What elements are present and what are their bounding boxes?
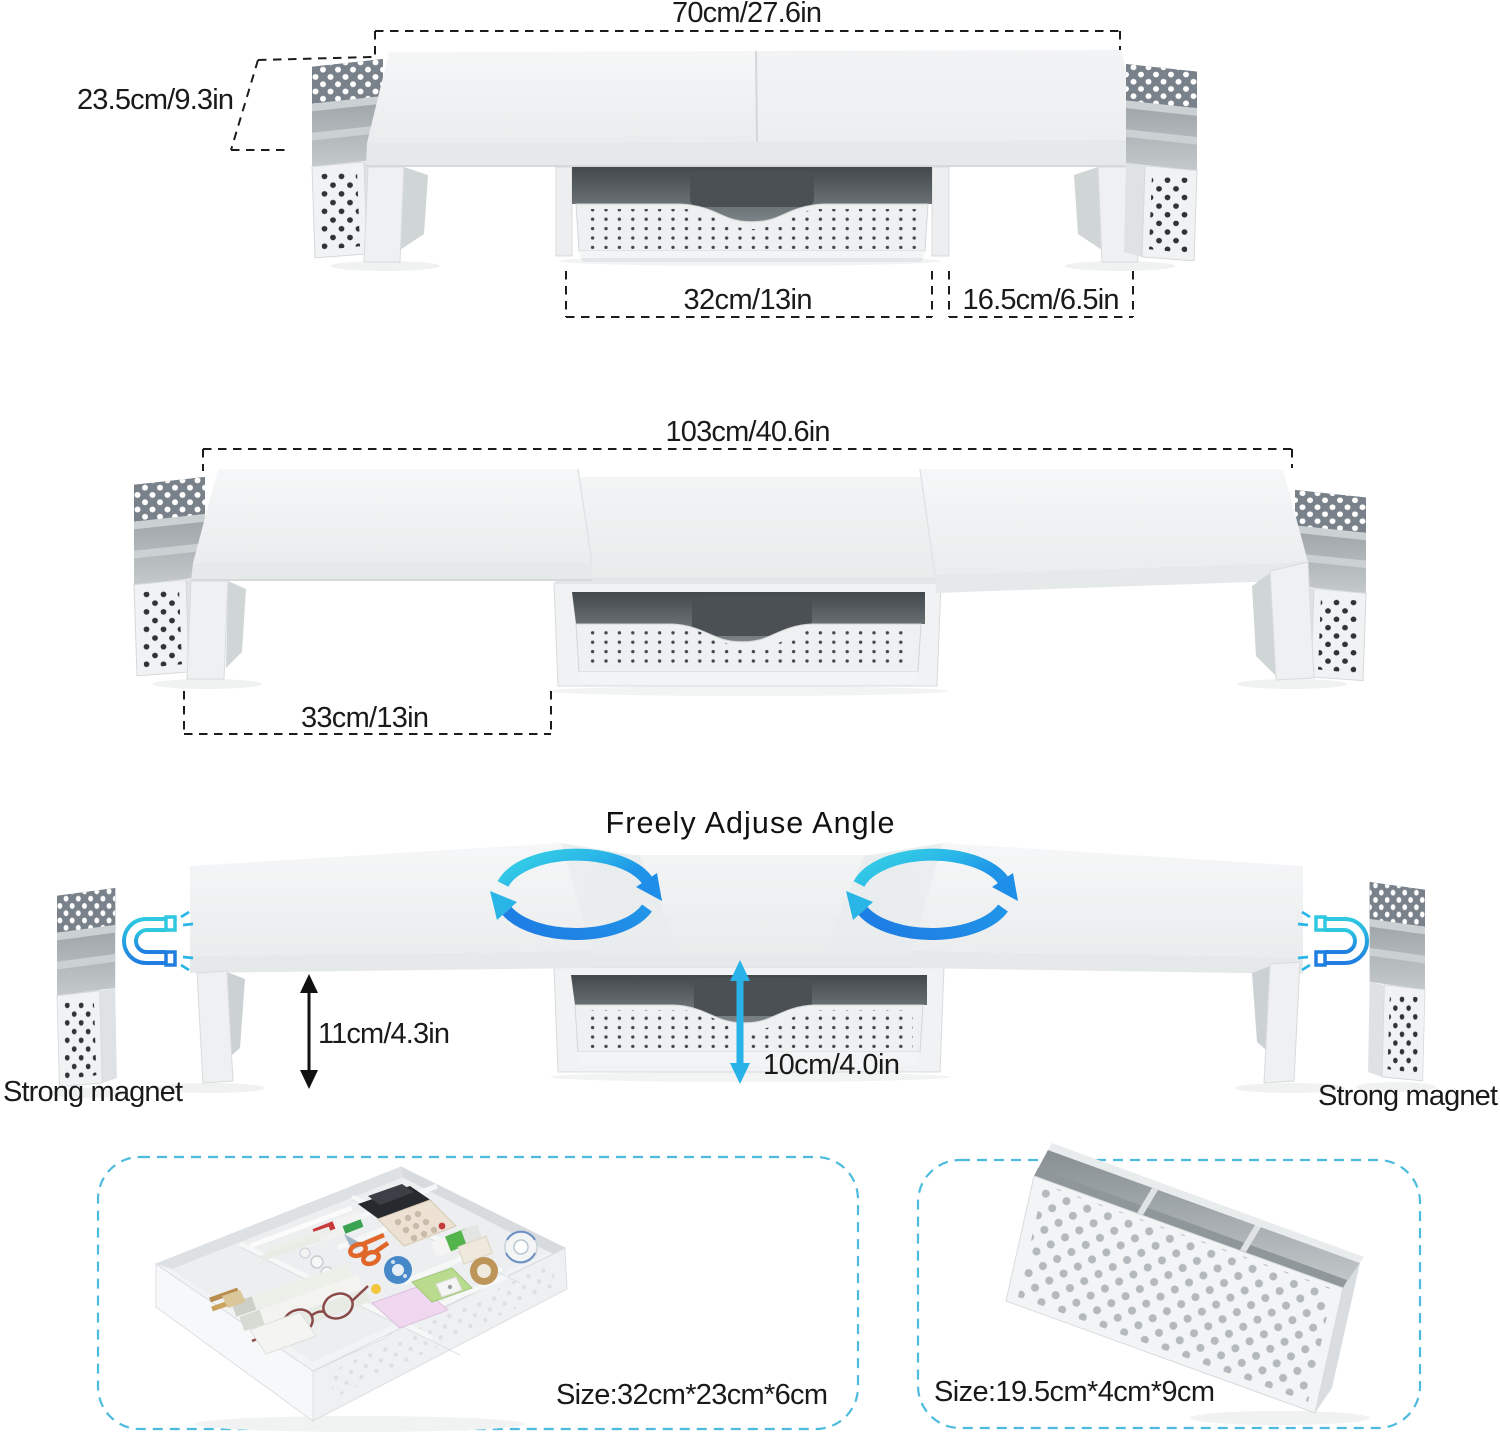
svg-text:16.5cm/6.5in: 16.5cm/6.5in (963, 284, 1120, 316)
svg-text:32cm/13in: 32cm/13in (684, 284, 813, 316)
svg-text:Strong magnet: Strong magnet (3, 1076, 183, 1108)
svg-text:11cm/4.3in: 11cm/4.3in (318, 1018, 450, 1050)
svg-text:70cm/27.6in: 70cm/27.6in (672, 0, 822, 29)
svg-text:33cm/13in: 33cm/13in (301, 702, 429, 734)
svg-text:10cm/4.0in: 10cm/4.0in (763, 1049, 900, 1081)
svg-text:Size:19.5cm*4cm*9cm: Size:19.5cm*4cm*9cm (934, 1376, 1215, 1408)
svg-text:Strong magnet: Strong magnet (1318, 1080, 1498, 1112)
svg-text:Size:32cm*23cm*6cm: Size:32cm*23cm*6cm (556, 1379, 828, 1411)
svg-text:Freely Adjuse Angle: Freely Adjuse Angle (606, 806, 895, 840)
svg-text:103cm/40.6in: 103cm/40.6in (666, 416, 831, 448)
svg-text:23.5cm/9.3in: 23.5cm/9.3in (77, 84, 234, 116)
